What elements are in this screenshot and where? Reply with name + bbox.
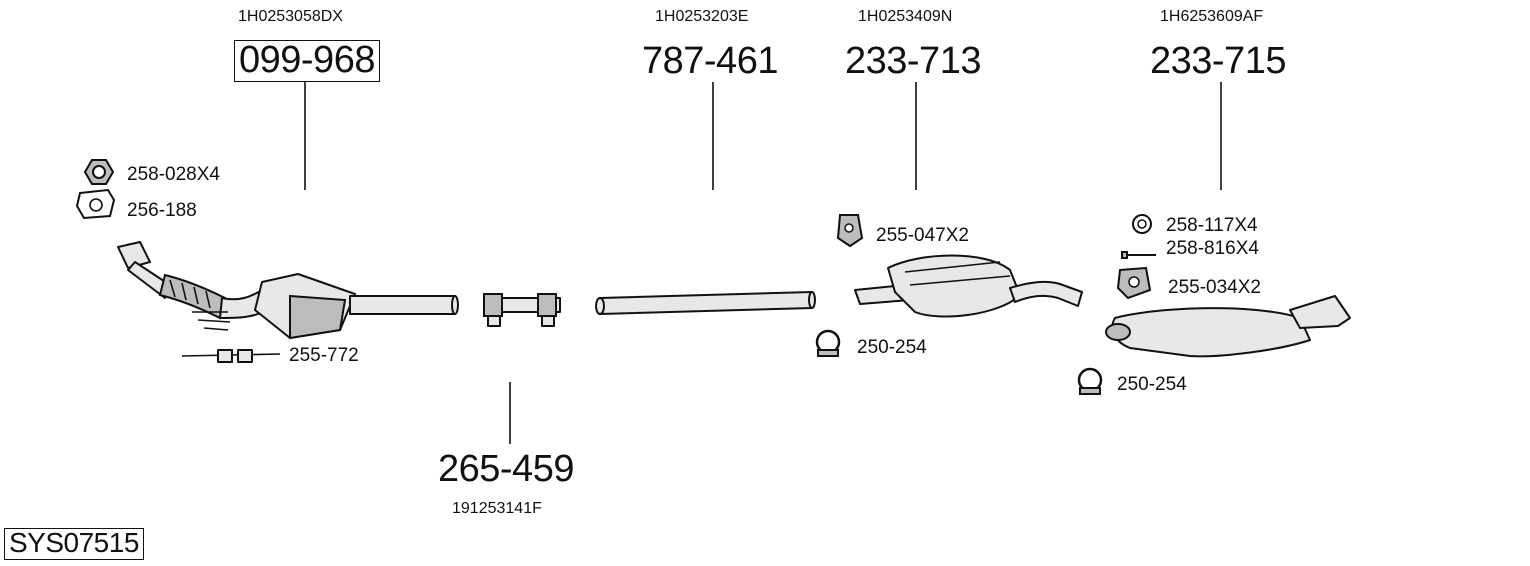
oe-number-pipe: 1H0253203E (655, 8, 749, 25)
connector-clamp-drawing (483, 293, 561, 327)
clamp-2-icon (1077, 367, 1103, 395)
clamp-1-label[interactable]: 250-254 (857, 337, 927, 358)
rubber-mount-1-label[interactable]: 255-047X2 (876, 225, 969, 246)
nut-icon (83, 159, 115, 185)
rubber-mount-2-icon (1116, 266, 1152, 300)
oe-number-middle-silencer: 1H0253409N (858, 8, 953, 25)
catalytic-converter-drawing (117, 241, 459, 340)
bolt-icon (1121, 251, 1156, 259)
ring-icon (1132, 214, 1152, 234)
oe-number-catalyst: 1H0253058DX (238, 8, 343, 25)
part-number-connector[interactable]: 265-459 (438, 448, 574, 490)
rubber-mount-1-icon (836, 214, 864, 248)
bracket-icon (181, 349, 281, 363)
rubber-mount-2-label[interactable]: 255-034X2 (1168, 277, 1261, 298)
gasket-label[interactable]: 256-188 (127, 200, 197, 221)
rear-silencer-drawing (1105, 295, 1351, 358)
ring-label[interactable]: 258-117X4 (1166, 215, 1258, 236)
gasket-icon (75, 188, 116, 220)
oe-number-rear-silencer: 1H6253609AF (1160, 8, 1264, 25)
part-number-rear-silencer[interactable]: 233-715 (1150, 40, 1286, 82)
nut-label[interactable]: 258-028X4 (127, 164, 220, 185)
clamp-2-label[interactable]: 250-254 (1117, 374, 1187, 395)
part-number-middle-silencer[interactable]: 233-713 (845, 40, 981, 82)
system-code: SYS07515 (4, 528, 144, 560)
intermediate-pipe-drawing (595, 291, 816, 315)
bolt-label[interactable]: 258-816X4 (1166, 238, 1259, 259)
part-number-catalyst[interactable]: 099-968 (234, 40, 380, 82)
oe-number-connector: 191253141F (452, 500, 542, 517)
middle-silencer-drawing (854, 254, 1083, 318)
clamp-1-icon (815, 329, 841, 357)
bracket-label[interactable]: 255-772 (289, 345, 359, 366)
part-number-pipe[interactable]: 787-461 (642, 40, 778, 82)
